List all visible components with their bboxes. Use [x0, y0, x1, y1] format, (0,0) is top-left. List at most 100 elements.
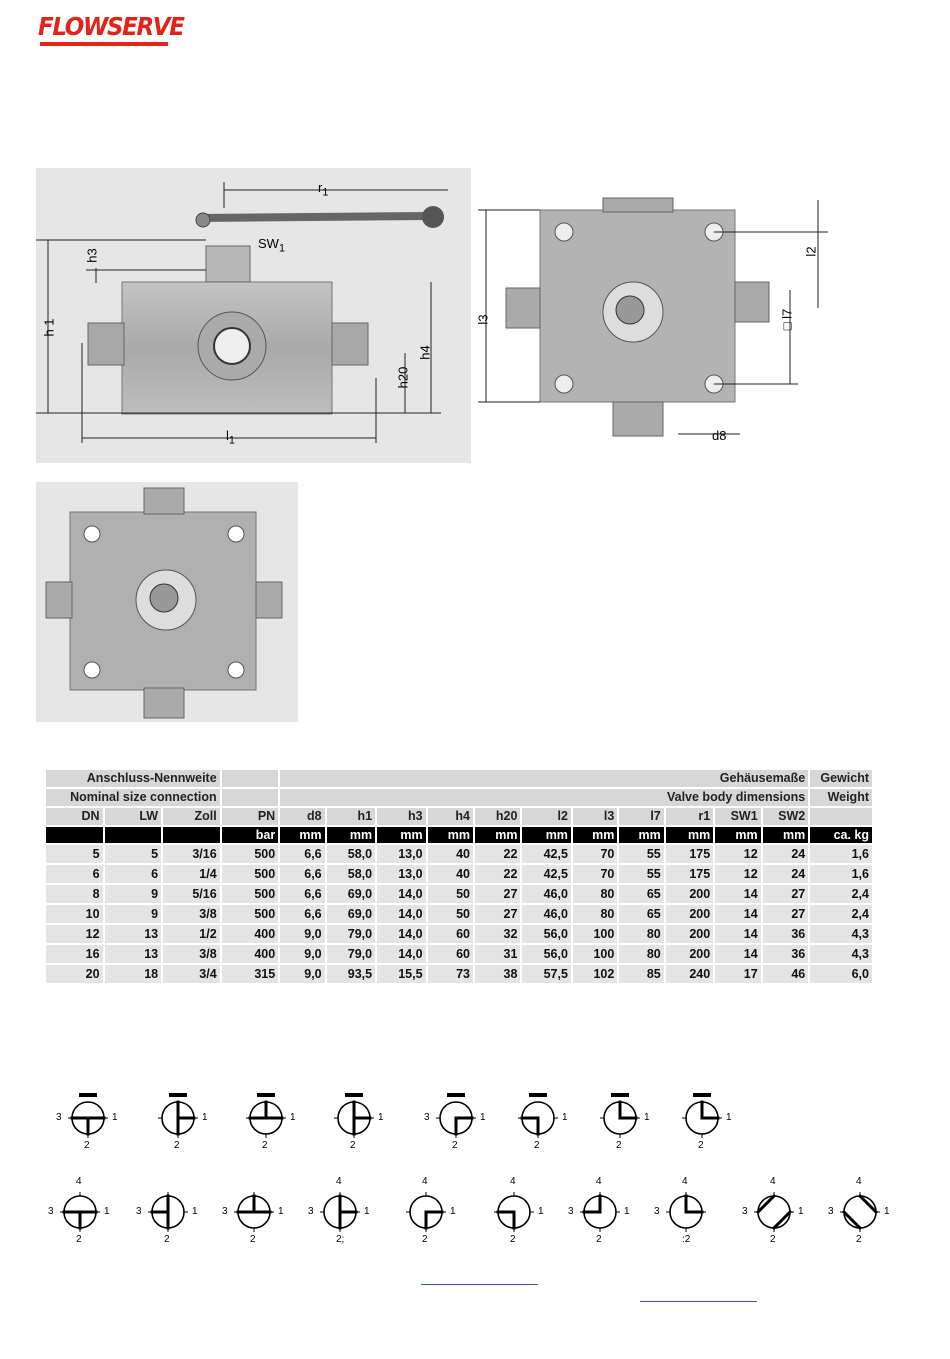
table-cell: 14 [715, 945, 761, 963]
table-cell: 3/8 [163, 945, 220, 963]
table-cell: 3/8 [163, 905, 220, 923]
table-cell: 5 [104, 845, 162, 863]
port-label: 4 [770, 1176, 776, 1187]
column-header: h1 [326, 808, 376, 825]
unit-cell: mm [427, 827, 474, 843]
table-cell: 2,4 [810, 905, 872, 923]
table-cell: 56,0 [522, 925, 571, 943]
table-cell: 85 [619, 965, 664, 983]
table-cell: 42,5 [522, 865, 571, 883]
table-cell: 8 [46, 885, 103, 903]
table-cell: 20 [46, 965, 103, 983]
table-cell: 56,0 [522, 945, 571, 963]
table-cell: 13,0 [377, 865, 426, 883]
table-cell: 13 [104, 925, 162, 943]
header-connection-de: Anschluss-Nennweite [46, 770, 220, 787]
table-cell: 4,3 [810, 945, 872, 963]
unit-cell [104, 827, 162, 843]
column-header: l3 [572, 808, 618, 825]
table-cell: 58,0 [326, 845, 376, 863]
table-cell: 14 [715, 905, 761, 923]
table-cell: 500 [221, 885, 279, 903]
table-cell: 9,0 [280, 945, 325, 963]
label-sw1: SW1 [258, 236, 285, 255]
port-label: 2 [422, 1234, 428, 1245]
port-label: 4 [856, 1176, 862, 1187]
header-connection-en: Nominal size connection [46, 789, 220, 806]
port-label: 2 [856, 1234, 862, 1245]
table-cell: 93,5 [326, 965, 376, 983]
column-header: l2 [522, 808, 571, 825]
table-cell: 80 [572, 905, 618, 923]
label-d8: d8 [712, 428, 727, 443]
port-label: 2 [76, 1234, 82, 1245]
table-cell: 46 [762, 965, 809, 983]
valve-top-view-drawing [478, 190, 838, 450]
table-cell: 12 [715, 865, 761, 883]
table-cell: 315 [221, 965, 279, 983]
table-cell: 6 [104, 865, 162, 883]
port-label: 1 [798, 1206, 804, 1217]
port-label: 2 [250, 1234, 256, 1245]
port-label: 1 [278, 1206, 284, 1217]
port-label: 1 [202, 1112, 208, 1123]
header-body-de: Gehäusemaße [280, 770, 809, 787]
port-label: 1 [378, 1112, 384, 1123]
table-cell: 3/16 [163, 845, 220, 863]
table-cell: 27 [762, 885, 809, 903]
table-cell: 12 [715, 845, 761, 863]
unit-cell: mm [665, 827, 714, 843]
port-label: 1 [192, 1206, 198, 1217]
table-cell: 32 [475, 925, 521, 943]
table-cell: 240 [665, 965, 714, 983]
table-cell: 200 [665, 905, 714, 923]
label-l1: l1 [226, 428, 235, 447]
table-cell: 22 [475, 845, 521, 863]
table-cell: 57,5 [522, 965, 571, 983]
unit-cell: mm [475, 827, 521, 843]
port-label: 4 [682, 1176, 688, 1187]
port-label: 3 [742, 1206, 748, 1217]
table-header-german: Anschluss-Nennweite Gehäusemaße Gewicht [46, 770, 872, 787]
port-label: 1 [480, 1112, 486, 1123]
table-cell: 9 [104, 905, 162, 923]
table-cell: 60 [427, 925, 474, 943]
port-label: 2 [84, 1140, 90, 1151]
table-cell: 40 [427, 865, 474, 883]
table-cell: 80 [572, 885, 618, 903]
port-label: 3 [136, 1206, 142, 1217]
table-cell: 69,0 [326, 905, 376, 923]
link-underline-1[interactable] [421, 1284, 538, 1285]
table-cell: 10 [46, 905, 103, 923]
link-underline-2[interactable] [640, 1301, 757, 1302]
table-cell: 12 [46, 925, 103, 943]
unit-cell: mm [715, 827, 761, 843]
port-label: 2 [510, 1234, 516, 1245]
port-label: 1 [726, 1112, 732, 1123]
table-cell: 13 [104, 945, 162, 963]
port-label: 1 [644, 1112, 650, 1123]
table-cell: 14 [715, 885, 761, 903]
port-label: 3 [828, 1206, 834, 1217]
unit-cell: mm [326, 827, 376, 843]
table-cell: 50 [427, 885, 474, 903]
column-header: SW1 [715, 808, 761, 825]
unit-cell: mm [762, 827, 809, 843]
table-cell: 31 [475, 945, 521, 963]
port-label: 2 [534, 1140, 540, 1151]
table-cell: 1/4 [163, 865, 220, 883]
table-cell: 9,0 [280, 925, 325, 943]
table-cell: 9 [104, 885, 162, 903]
